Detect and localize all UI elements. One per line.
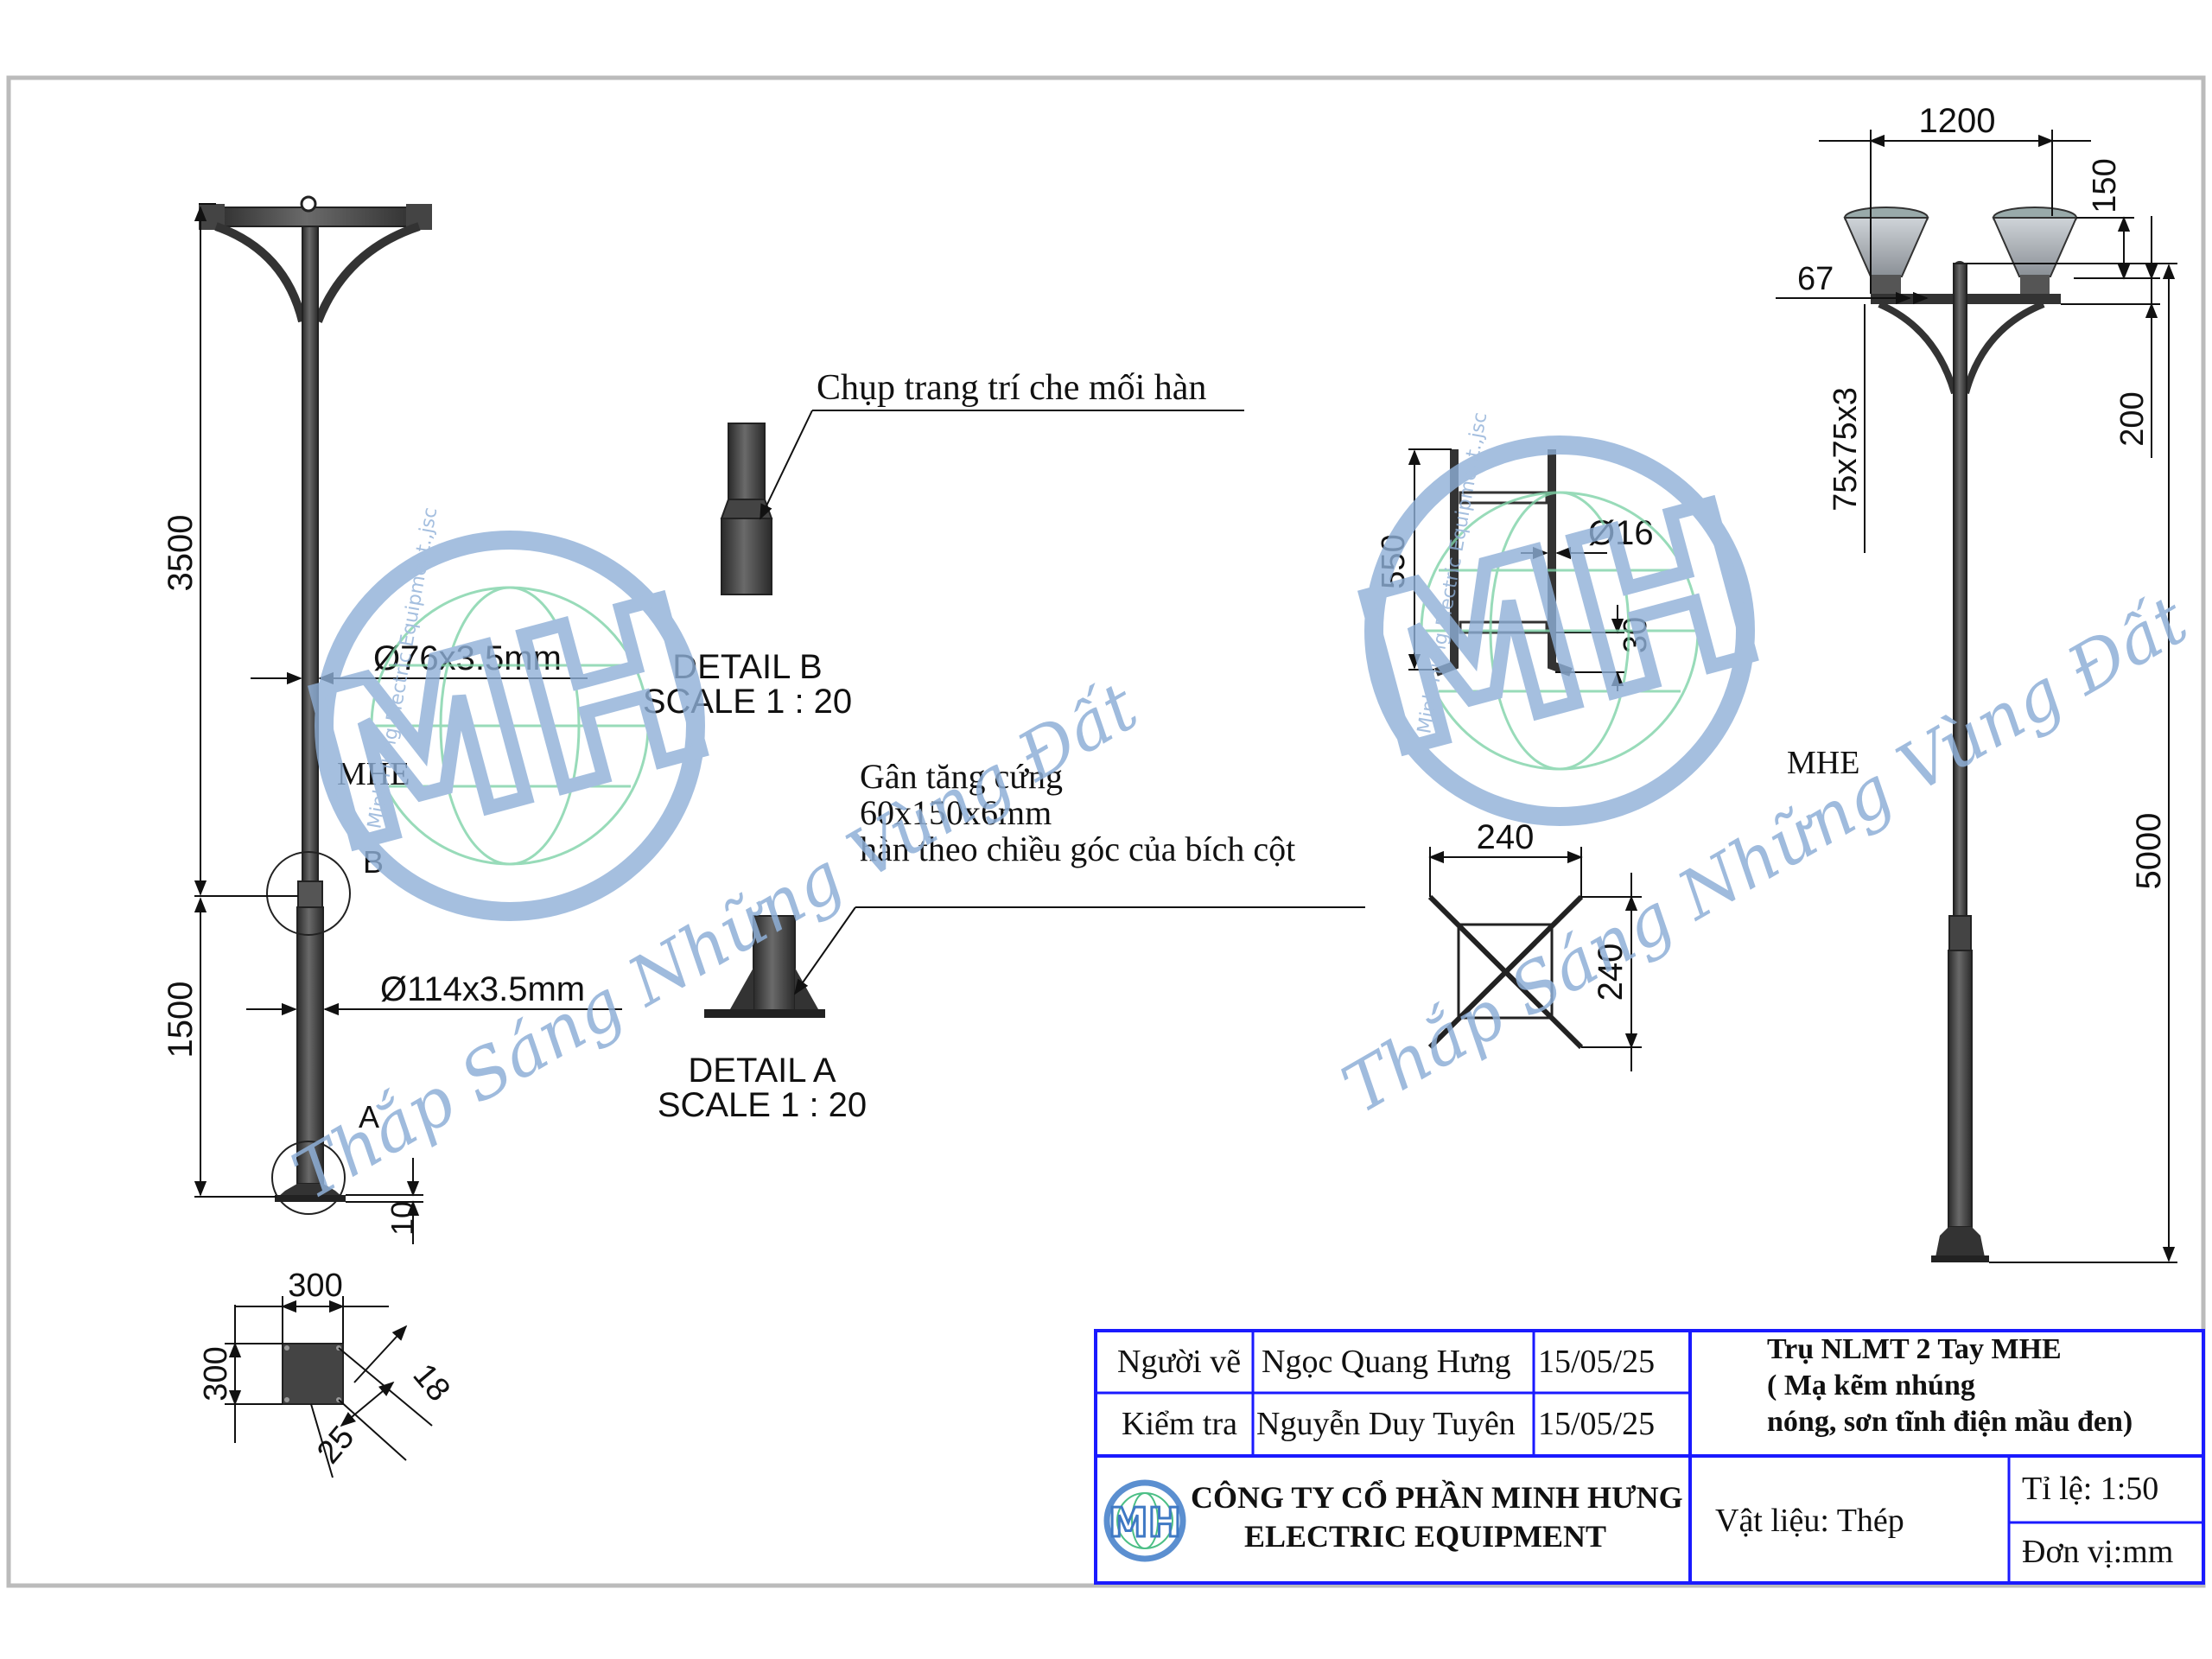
dim-arm-rise: 200 xyxy=(2114,391,2151,446)
company-logo-letters: MH xyxy=(1109,1499,1181,1546)
product-line-1: Trụ NLMT 2 Tay MHE xyxy=(1767,1333,2062,1365)
material: Vật liệu: Thép xyxy=(1715,1503,1904,1539)
anchor-bolt-view: 550 Ø16 30 240 240 xyxy=(1376,448,1654,1071)
label-bracket: 75x75x3 xyxy=(1827,387,1864,512)
dim-plate-width: 300 xyxy=(288,1268,342,1304)
dim-plan-width: 240 xyxy=(1477,818,1535,856)
drawn-date: 15/05/25 xyxy=(1538,1344,1655,1380)
dim-plate-hole: 18 xyxy=(406,1357,457,1408)
watermark-letters-left: MH xyxy=(286,552,734,898)
detail-a-scale: SCALE 1 : 20 xyxy=(658,1086,867,1124)
label-mhe-right: MHE xyxy=(1787,745,1859,781)
label-lower-pipe: Ø114x3.5mm xyxy=(380,970,585,1008)
marker-a: A xyxy=(359,1099,379,1135)
left-pole-view: 3500 1500 10 Ø76x3.5mm Ø114x3.5mm MHE B … xyxy=(162,195,622,1244)
product-line-2: ( Mạ kẽm nhúng xyxy=(1767,1370,1975,1402)
company-name-line-2: ELECTRIC EQUIPMENT xyxy=(1244,1519,1606,1554)
dim-1500: 1500 xyxy=(162,982,200,1058)
right-pole-view: 1200 150 67 200 75x75x3 5000 MHE xyxy=(1776,102,2177,1263)
base-plate-view: 300 300 18 25 xyxy=(198,1268,457,1478)
company-name-line-1: CÔNG TY CỔ PHẦN MINH HƯNG xyxy=(1191,1479,1683,1515)
detail-a: Gân tăng cứng 60x150x6mm hàn theo chiều … xyxy=(658,757,1365,1124)
dim-arm-span: 1200 xyxy=(1919,102,1996,140)
dim-lamp-height: 150 xyxy=(2087,158,2123,213)
dim-bolt-hook: 30 xyxy=(1618,617,1654,653)
label-upper-pipe: Ø76x3.5mm xyxy=(373,639,562,677)
drawing-scale: Tỉ lệ: 1:50 xyxy=(2022,1471,2158,1507)
detail-a-callout-3: hàn theo chiều góc của bích cột xyxy=(860,830,1295,868)
lamp-head-right xyxy=(1992,207,2078,294)
watermark-logo-left: MH Minh Hưng Electric Equipment.,jsc xyxy=(279,505,740,921)
detail-b: Chụp trang trí che mối hàn DETAIL B SCAL… xyxy=(643,368,1244,721)
product-line-3: nóng, sơn tĩnh điện mầu đen) xyxy=(1767,1406,2133,1438)
company-logo: MH xyxy=(1103,1479,1186,1562)
dim-plan-height: 240 xyxy=(1592,944,1630,1001)
detail-b-scale: SCALE 1 : 20 xyxy=(643,683,852,721)
drawing-unit: Đơn vị:mm xyxy=(2022,1534,2173,1570)
checked-by-name: Nguyễn Duy Tuyên xyxy=(1256,1406,1516,1442)
detail-a-callout-1: Gân tăng cứng xyxy=(860,757,1063,796)
checked-by-label: Kiểm tra xyxy=(1122,1406,1237,1442)
dim-plate-height: 300 xyxy=(198,1346,234,1401)
title-block: Người vẽ Ngọc Quang Hưng 15/05/25 Kiểm t… xyxy=(1094,1329,2205,1585)
detail-a-callout-2: 60x150x6mm xyxy=(860,793,1052,832)
checked-date: 15/05/25 xyxy=(1538,1406,1655,1442)
dim-total-height: 5000 xyxy=(2130,813,2168,890)
dim-base-10: 10 xyxy=(385,1201,420,1236)
sheet-border xyxy=(6,75,2206,1588)
dim-offset: 67 xyxy=(1797,261,1834,297)
dim-3500: 3500 xyxy=(162,515,200,592)
detail-b-callout: Chụp trang trí che mối hàn xyxy=(817,368,1206,408)
drawn-by-label: Người vẽ xyxy=(1117,1344,1241,1380)
watermark-logo-right: MH Minh Hưng Electric Equipment.,jsc xyxy=(1329,410,1789,826)
detail-a-title: DETAIL A xyxy=(688,1052,836,1090)
watermark-letters-right: MH xyxy=(1336,457,1783,803)
drawn-by-name: Ngọc Quang Hưng xyxy=(1262,1344,1511,1380)
lamp-head-left xyxy=(1843,207,1929,294)
